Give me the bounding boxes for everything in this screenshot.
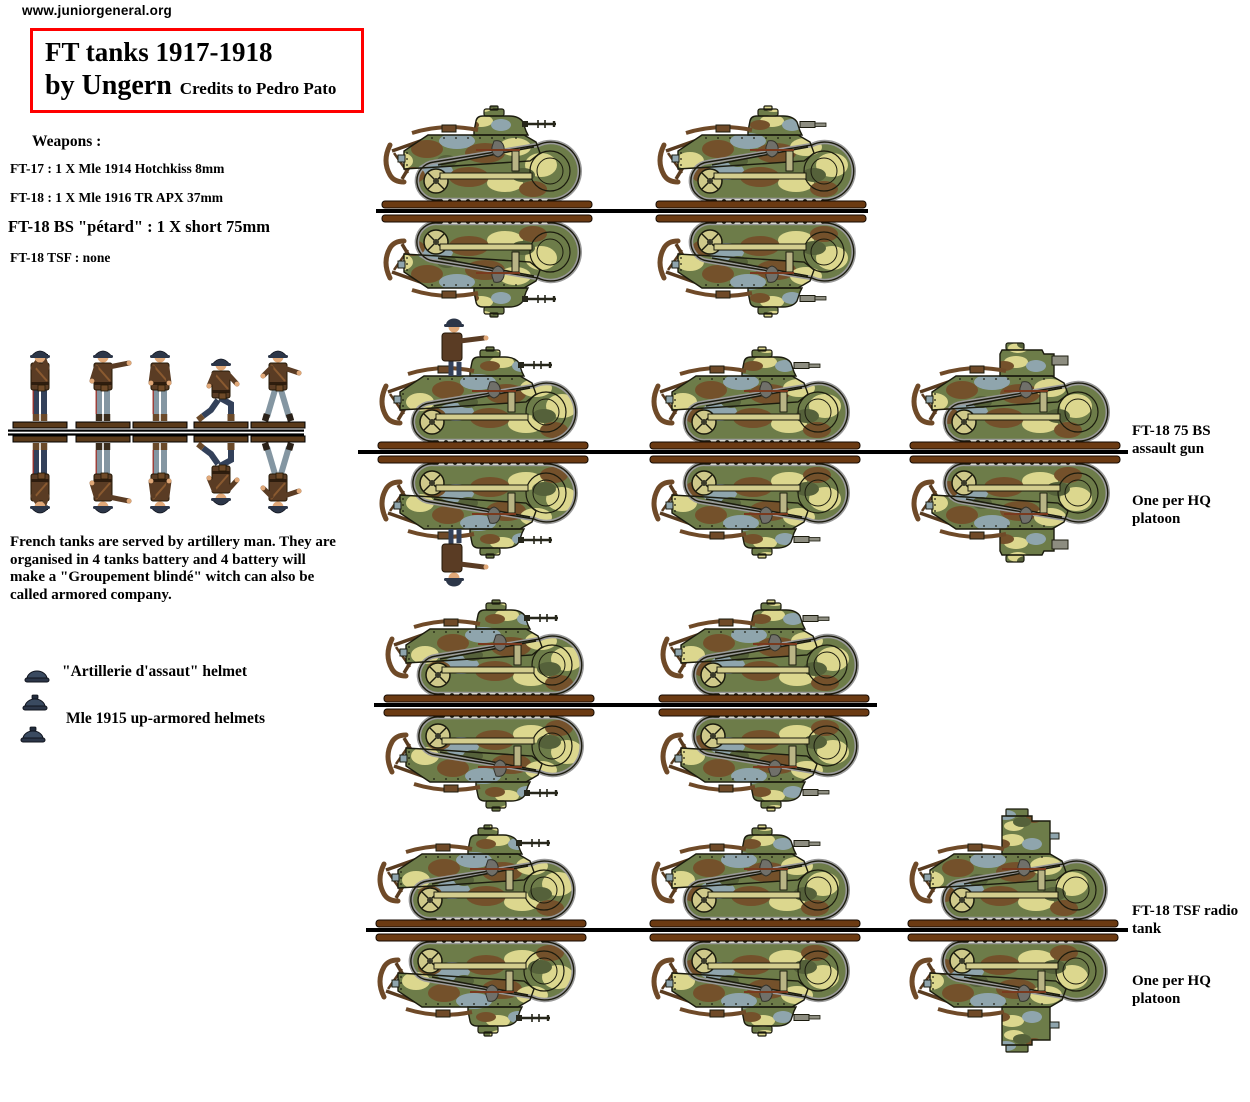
weapon-item-ft18: FT-18 : 1 X Mle 1916 TR APX 37mm [10,190,223,205]
tank-upright [649,345,861,449]
tank-ft18-tsf [907,807,1119,1053]
soldiers-mirrored [12,435,306,514]
tank-mirrored [383,708,595,812]
tank-ft18-37mm [658,598,870,812]
tank-crewman [441,318,489,376]
tank-upright [909,341,1121,449]
soldier-figure [250,435,306,514]
soldier-figure [193,358,249,429]
fold-line [358,450,1128,454]
soldier-fold-line [8,433,304,436]
tank-crewman [441,528,489,586]
tank-ft17-mg [375,823,587,1037]
soldiers-upright [12,350,306,429]
tank-mirrored [909,455,1121,563]
soldier-figure [132,435,188,514]
weapon-item-ft18bs: FT-18 BS "pétard" : 1 X short 75mm [8,217,271,236]
annotation-note: One per HQ platoon [1132,493,1211,527]
soldier-figure [75,435,132,514]
soldier-figure [12,350,68,429]
fold-line [376,209,868,213]
tank-upright [377,318,589,449]
annotation-75bs: FT-18 75 BS assault gun One per HQ plato… [1132,404,1250,546]
annotation-tsf: FT-18 TSF radio tank One per HQ platoon [1132,884,1250,1026]
tank-ft17-mg-with-crew [377,318,589,586]
tank-mirrored [649,933,861,1037]
tank-upright [655,104,867,208]
tank-ft18-37mm [649,345,861,559]
annotation-note: One per HQ platoon [1132,973,1211,1007]
tank-mirrored [377,455,589,586]
helmet-label: Mle 1915 up-armored helmets [66,710,266,727]
title-byline: by Ungern [45,70,172,101]
title-box: FT tanks 1917-1918 by Ungern Credits to P… [30,28,364,113]
weapon-item-ft18tsf: FT-18 TSF : none [10,250,111,265]
tank-mirrored [375,933,587,1037]
title-credits: Credits to Pedro Pato [179,79,337,98]
mle1915-helmet-icon [22,694,48,714]
tank-upright [907,807,1119,927]
tank-ft18-37mm [649,823,861,1037]
weapons-heading: Weapons : [32,133,102,150]
annotation-title: FT-18 75 BS assault gun [1132,423,1211,457]
tank-upright [375,823,587,927]
tank-upright [381,104,593,208]
page-title: FT tanks 1917-1918 [45,37,273,67]
soldier-figure [12,435,68,514]
soldier-figure [75,350,132,429]
tank-ft17-mg [381,104,593,318]
mle1915-helmet-icon [20,726,46,746]
annotation-title: FT-18 TSF radio tank [1132,903,1239,937]
site-url: www.juniorgeneral.org [22,3,172,18]
weapon-item-ft17: FT-17 : 1 X Mle 1914 Hotchkiss 8mm [10,161,225,176]
helmet-label: "Artillerie d'assaut" helmet [62,663,248,680]
tank-upright [649,823,861,927]
tank-mirrored [381,214,593,318]
fold-line [374,703,877,707]
soldier-figures-strip [8,348,308,518]
soldiers-svg [8,350,306,514]
tank-mirrored [658,708,870,812]
tank-ft18-75bs [909,341,1121,563]
fold-line [366,928,1128,932]
infantry-note: French tanks are served by artillery man… [10,534,336,603]
soldier-figure [193,435,249,506]
tank-upright [383,598,595,702]
tank-ft18-37mm [655,104,867,318]
tank-mirrored [907,933,1119,1053]
soldier-figure [132,350,188,429]
soldier-fold-line [8,429,304,432]
tank-ft17-mg [383,598,595,812]
soldier-figure [250,350,306,429]
tank-upright [658,598,870,702]
assault-helmet-icon [24,666,50,686]
